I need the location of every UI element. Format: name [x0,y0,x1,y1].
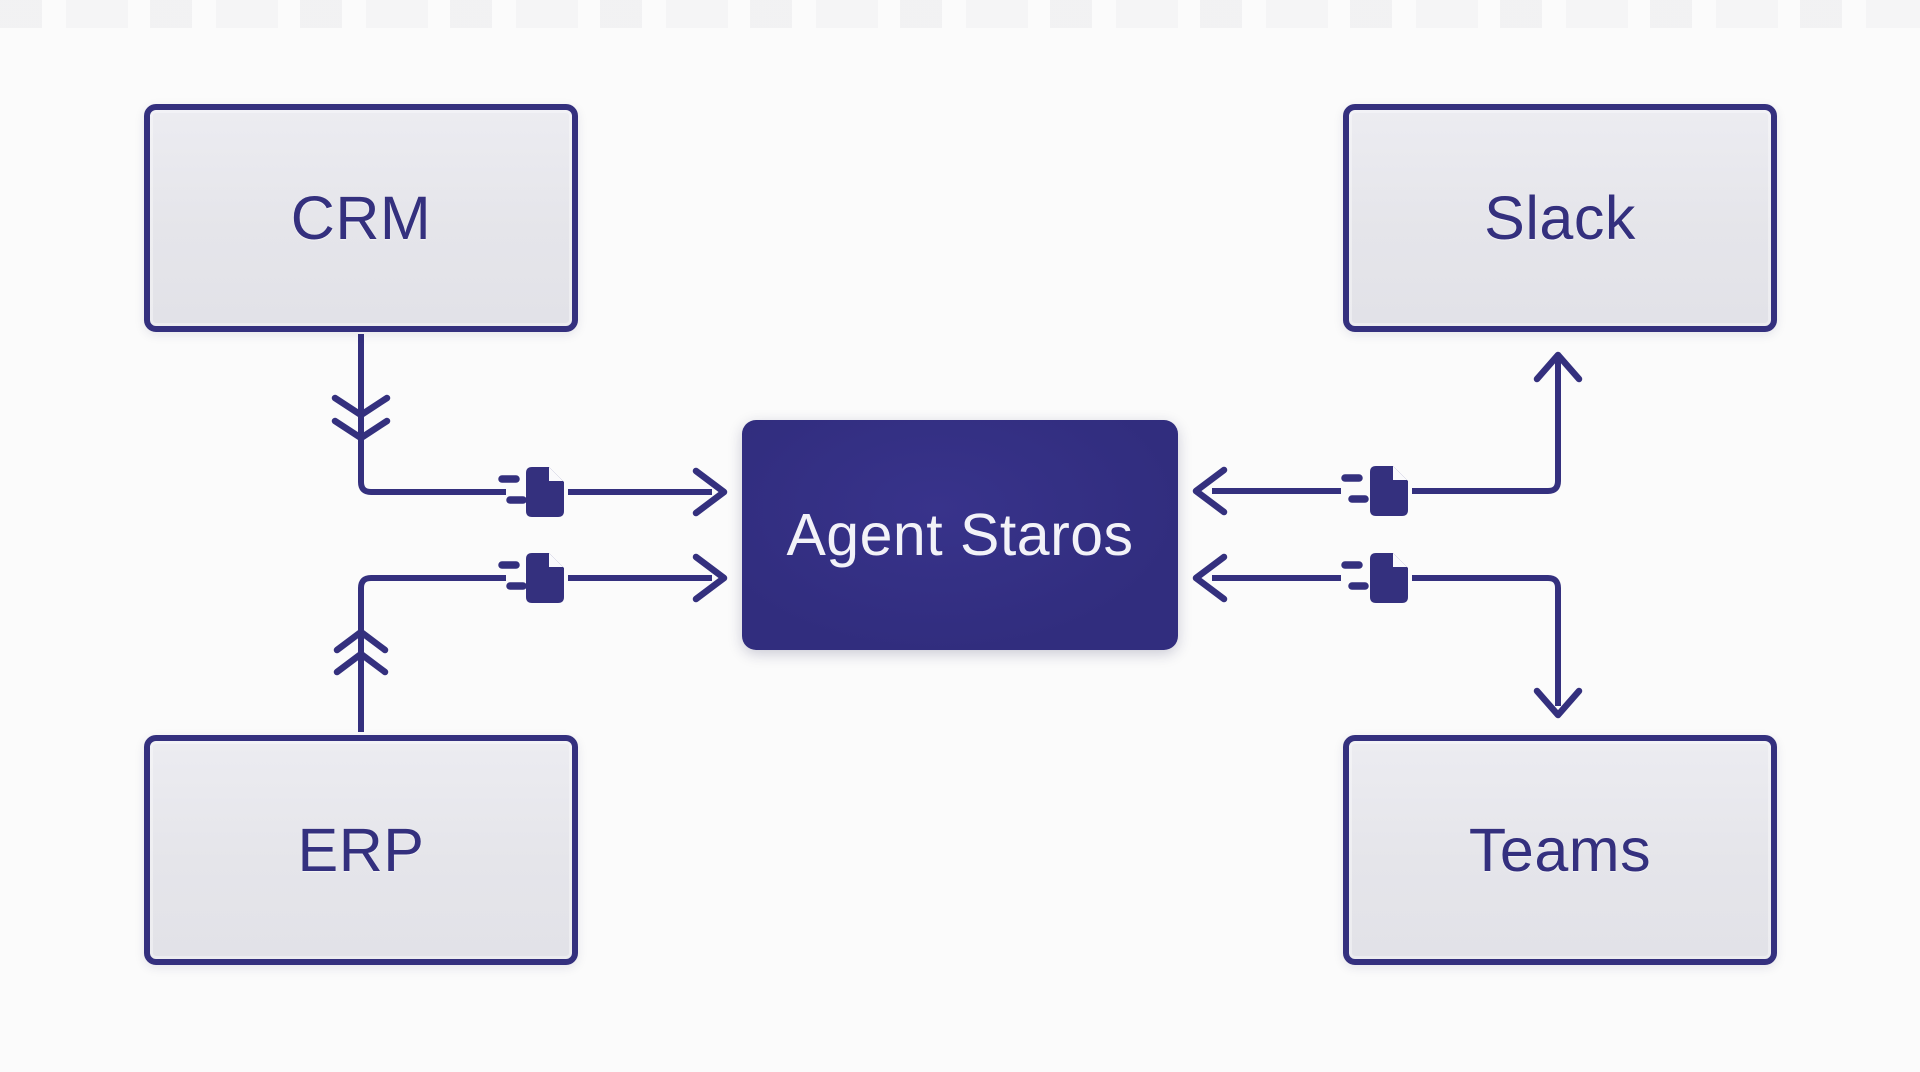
arrowhead-left-icon [1192,553,1228,603]
double-chevron-down-icon [331,394,391,442]
node-erp-label: ERP [297,816,425,884]
document-icon [1370,553,1408,603]
double-chevron-up-icon [333,628,389,676]
edge-agent-slack [1192,351,1583,516]
edge-slack-path [1412,360,1561,494]
node-crm: CRM [144,104,578,332]
arrowhead-down-icon [1533,687,1583,719]
arrowhead-up-icon [1533,351,1583,383]
edge-teams-path [1412,575,1561,706]
node-teams: Teams [1343,735,1777,965]
edge-erp-to-agent [333,553,728,732]
node-agent-label: Agent Staros [786,502,1134,568]
document-icon [526,553,564,603]
node-slack-label: Slack [1484,184,1636,252]
edge-crm-to-agent [331,334,728,517]
document-icon [526,467,564,517]
arrowhead-left-icon [1192,466,1228,516]
node-erp: ERP [144,735,578,965]
arrowhead-right-icon [692,467,728,517]
arrowhead-right-icon [692,553,728,603]
node-agent-staros: Agent Staros [742,420,1178,650]
top-edge-artifact [0,0,1920,28]
edge-erp-path [358,575,506,732]
node-slack: Slack [1343,104,1777,332]
edge-agent-teams [1192,553,1583,719]
node-teams-label: Teams [1468,816,1652,884]
document-icon [1370,466,1408,516]
node-crm-label: CRM [290,184,432,252]
edge-crm-path [358,334,506,495]
